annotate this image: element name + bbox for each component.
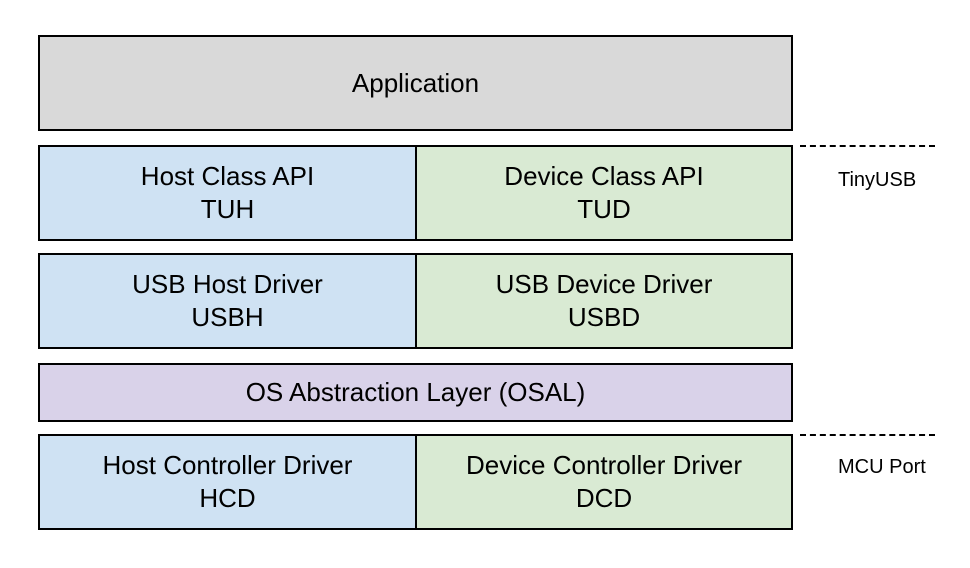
osal-layer: OS Abstraction Layer (OSAL) [38, 363, 793, 422]
host-class-api-abbr: TUH [200, 194, 255, 224]
tinyusb-boundary-line [800, 145, 935, 147]
host-controller-driver-title: Host Controller Driver [102, 450, 353, 480]
host-controller-driver-abbr: HCD [199, 483, 256, 513]
device-class-api-title: Device Class API [504, 161, 704, 191]
usb-device-driver-abbr: USBD [567, 302, 641, 332]
mcu-port-boundary-line [800, 434, 935, 436]
host-class-api-box: Host Class API TUH [38, 145, 417, 241]
osal-label: OS Abstraction Layer (OSAL) [245, 377, 586, 407]
usb-host-driver-box: USB Host Driver USBH [38, 253, 417, 349]
usb-device-driver-box: USB Device Driver USBD [415, 253, 793, 349]
application-label: Application [351, 67, 480, 98]
device-controller-driver-box: Device Controller Driver DCD [415, 434, 793, 530]
device-class-api-box: Device Class API TUD [415, 145, 793, 241]
application-layer: Application [38, 35, 793, 131]
mcu-port-label: MCU Port [838, 456, 926, 478]
host-class-api-title: Host Class API [140, 161, 315, 191]
usb-host-driver-title: USB Host Driver [132, 269, 323, 299]
usb-device-driver-title: USB Device Driver [495, 269, 713, 299]
host-controller-driver-box: Host Controller Driver HCD [38, 434, 417, 530]
device-controller-driver-title: Device Controller Driver [466, 450, 742, 480]
device-class-api-abbr: TUD [577, 194, 631, 224]
usb-host-driver-abbr: USBH [191, 302, 264, 332]
device-controller-driver-abbr: DCD [575, 483, 633, 513]
tinyusb-label: TinyUSB [838, 169, 917, 191]
